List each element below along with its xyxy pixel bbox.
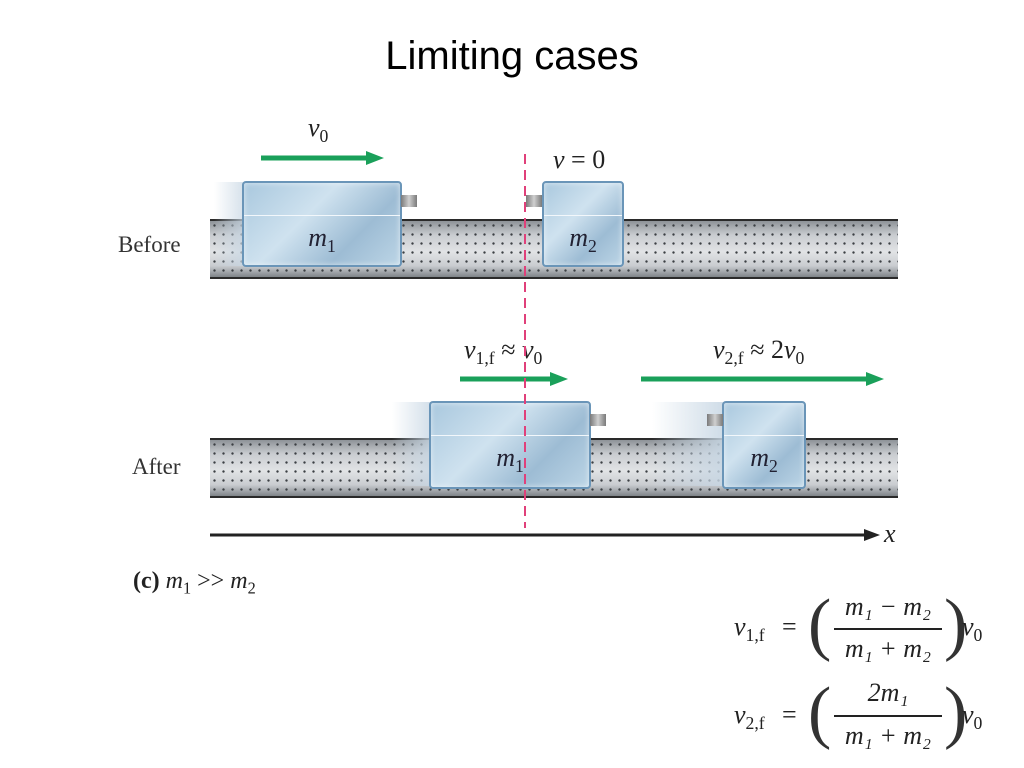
arrow-v1f-head (550, 372, 568, 386)
equation-v1f-numerator: m₁ − m₂ (844, 592, 932, 621)
arrow-v2f-head (866, 372, 884, 386)
equation-v2f-numerator: 2m₁ (867, 678, 909, 707)
cart-m2-after-label: m2 (750, 443, 778, 477)
equation-v1f-tail: v0 (962, 612, 983, 646)
v-zero-label: v = 0 (553, 145, 606, 174)
arrow-v0-head (366, 151, 384, 165)
equation-v1f-rparen: ) (944, 586, 968, 663)
motion-blur-m1-after (392, 402, 436, 486)
cart-m2-after: m2 (722, 401, 806, 489)
cart-m1-after: m1 (429, 401, 591, 489)
case-label: (c) m1 >> m2 (133, 568, 256, 598)
cart-m1-before: m1 (242, 181, 402, 267)
v2f-label: v2,f ≈ 2v0 (713, 335, 805, 369)
v0-label: v0 (308, 113, 329, 147)
cart-m1-before-label: m1 (308, 223, 336, 257)
cart-m2-before: m2 (542, 181, 624, 267)
x-axis-label: x (884, 519, 896, 548)
equation-v2f-fraction-bar (834, 715, 942, 717)
bumper-m2-before (526, 195, 542, 207)
before-label: Before (118, 232, 181, 257)
bumper-m1-before (401, 195, 417, 207)
equation-v1f-lparen: ( (808, 586, 832, 663)
equation-v2f-equals: = (782, 700, 797, 729)
equation-v1f-equals: = (782, 612, 797, 641)
equation-v1f: v1,f (734, 612, 765, 646)
equation-v1f-denominator: m₁ + m₂ (844, 634, 932, 663)
equation-v1f-fraction-bar (834, 628, 942, 630)
equation-v2f-lparen: ( (808, 674, 832, 751)
bumper-m2-after (707, 414, 723, 426)
equation-v2f: v2,f (734, 700, 765, 734)
bumper-m1-after (590, 414, 606, 426)
equation-v2f-rparen: ) (944, 674, 968, 751)
cart-m2-before-label: m2 (569, 223, 597, 257)
cart-m1-after-label: m1 (496, 443, 524, 477)
after-label: After (132, 454, 181, 479)
slide-title: Limiting cases (385, 34, 639, 78)
x-axis-arrowhead (864, 529, 880, 541)
v1f-label: v1,f ≈ v0 (464, 335, 543, 369)
equation-v2f-denominator: m₁ + m₂ (844, 721, 932, 750)
equation-v2f-tail: v0 (962, 700, 983, 734)
